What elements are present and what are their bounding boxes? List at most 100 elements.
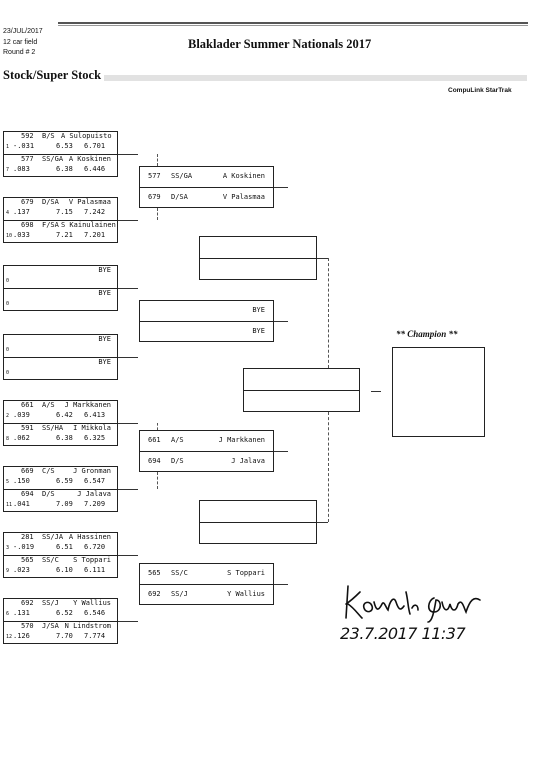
seed-number: 7 — [6, 167, 10, 173]
car-number: 679 — [21, 198, 34, 206]
reaction-time: .083 — [13, 165, 30, 173]
connector-line — [371, 391, 381, 392]
car-number: 679 — [148, 193, 161, 201]
match-divider — [199, 258, 317, 259]
speed: 6.701 — [84, 142, 106, 150]
speed: 7.201 — [84, 231, 106, 239]
driver-name: BYE — [98, 289, 111, 297]
car-class: SS/C — [42, 556, 59, 564]
reaction-time: .126 — [13, 632, 30, 640]
match-divider — [139, 451, 274, 452]
elapsed-time: 6.38 — [56, 165, 73, 173]
speed: 6.413 — [84, 411, 106, 419]
driver-name: BYE — [98, 335, 111, 343]
car-number: 565 — [148, 569, 161, 577]
driver-name: J Markkanen — [64, 401, 111, 409]
car-number: 669 — [21, 467, 34, 475]
seed-number: 6 — [6, 611, 10, 617]
car-class: SS/GA — [42, 155, 64, 163]
header-round: Round # 2 — [3, 49, 36, 56]
connector-line — [118, 621, 138, 622]
champion-box — [392, 347, 485, 437]
car-class: D/S — [42, 490, 55, 498]
car-number: 577 — [148, 172, 161, 180]
seed-number: 0 — [6, 370, 10, 376]
connector-line — [317, 258, 328, 259]
reaction-time: .039 — [13, 411, 30, 419]
car-number: 661 — [148, 436, 161, 444]
connector-line — [118, 423, 138, 424]
connector-line — [274, 584, 288, 585]
speed: 6.720 — [84, 543, 106, 551]
connector-line — [118, 489, 138, 490]
car-class: C/S — [42, 467, 55, 475]
seed-number: 8 — [6, 436, 10, 442]
elapsed-time: 6.52 — [56, 609, 73, 617]
car-class: SS/C — [171, 569, 188, 577]
match-divider — [3, 621, 118, 622]
speed: 6.547 — [84, 477, 106, 485]
car-number: 694 — [148, 457, 161, 465]
driver-name: A Koskinen — [68, 155, 111, 163]
bracket-dash — [157, 154, 158, 166]
car-class: J/SA — [42, 622, 59, 630]
match-divider — [139, 187, 274, 188]
class-name: Stock/Super Stock — [3, 68, 102, 82]
connector-line — [274, 321, 288, 322]
event-title: Blaklader Summer Nationals 2017 — [188, 37, 372, 51]
bracket-dash — [157, 423, 158, 430]
seed-number: 11 — [6, 502, 13, 508]
reaction-time: -.019 — [13, 543, 35, 551]
car-class: D/S — [171, 457, 184, 465]
driver-name: A Koskinen — [222, 172, 265, 180]
elapsed-time: 6.38 — [56, 434, 73, 442]
header-field: 12 car field — [3, 39, 38, 46]
car-number: 661 — [21, 401, 34, 409]
car-number: 565 — [21, 556, 34, 564]
connector-line — [317, 522, 328, 523]
driver-name: J Jalava — [77, 490, 111, 498]
seed-number: 0 — [6, 278, 10, 284]
car-class: A/S — [42, 401, 55, 409]
car-number: 692 — [21, 599, 34, 607]
reaction-time: .131 — [13, 609, 30, 617]
driver-name: A Sulopuisto — [61, 132, 112, 140]
car-class: D/SA — [171, 193, 188, 201]
car-number: 692 — [148, 590, 161, 598]
driver-name: Y Wallius — [73, 599, 111, 607]
speed: 6.546 — [84, 609, 106, 617]
car-number: 570 — [21, 622, 34, 630]
car-class: B/S — [42, 132, 55, 140]
handwritten-signature — [345, 585, 481, 623]
driver-name: V Palasmaa — [222, 193, 265, 201]
match-divider — [3, 555, 118, 556]
car-number: 577 — [21, 155, 34, 163]
driver-name: S Kainulainen — [61, 221, 116, 229]
elapsed-time: 6.10 — [56, 566, 73, 574]
connector-line — [118, 154, 138, 155]
match-divider — [3, 288, 118, 289]
elapsed-time: 7.15 — [56, 208, 73, 216]
driver-name: BYE — [252, 306, 265, 314]
match-divider — [3, 489, 118, 490]
header-rule — [58, 22, 528, 24]
elapsed-time: 7.21 — [56, 231, 73, 239]
header-date: 23/JUL/2017 — [3, 28, 43, 35]
connector-line — [118, 220, 138, 221]
driver-name: BYE — [98, 266, 111, 274]
car-class: D/SA — [42, 198, 59, 206]
speed: 7.209 — [84, 500, 106, 508]
reaction-time: .033 — [13, 231, 30, 239]
bracket-dash — [328, 412, 329, 522]
seed-number: 0 — [6, 347, 10, 353]
driver-name: BYE — [98, 358, 111, 366]
car-number: 281 — [21, 533, 34, 541]
speed: 6.325 — [84, 434, 106, 442]
car-number: 592 — [21, 132, 34, 140]
speed: 6.446 — [84, 165, 106, 173]
driver-name: J Gronman — [73, 467, 111, 475]
match-divider — [3, 220, 118, 221]
elapsed-time: 7.09 — [56, 500, 73, 508]
match-divider — [3, 154, 118, 155]
elapsed-time: 6.51 — [56, 543, 73, 551]
